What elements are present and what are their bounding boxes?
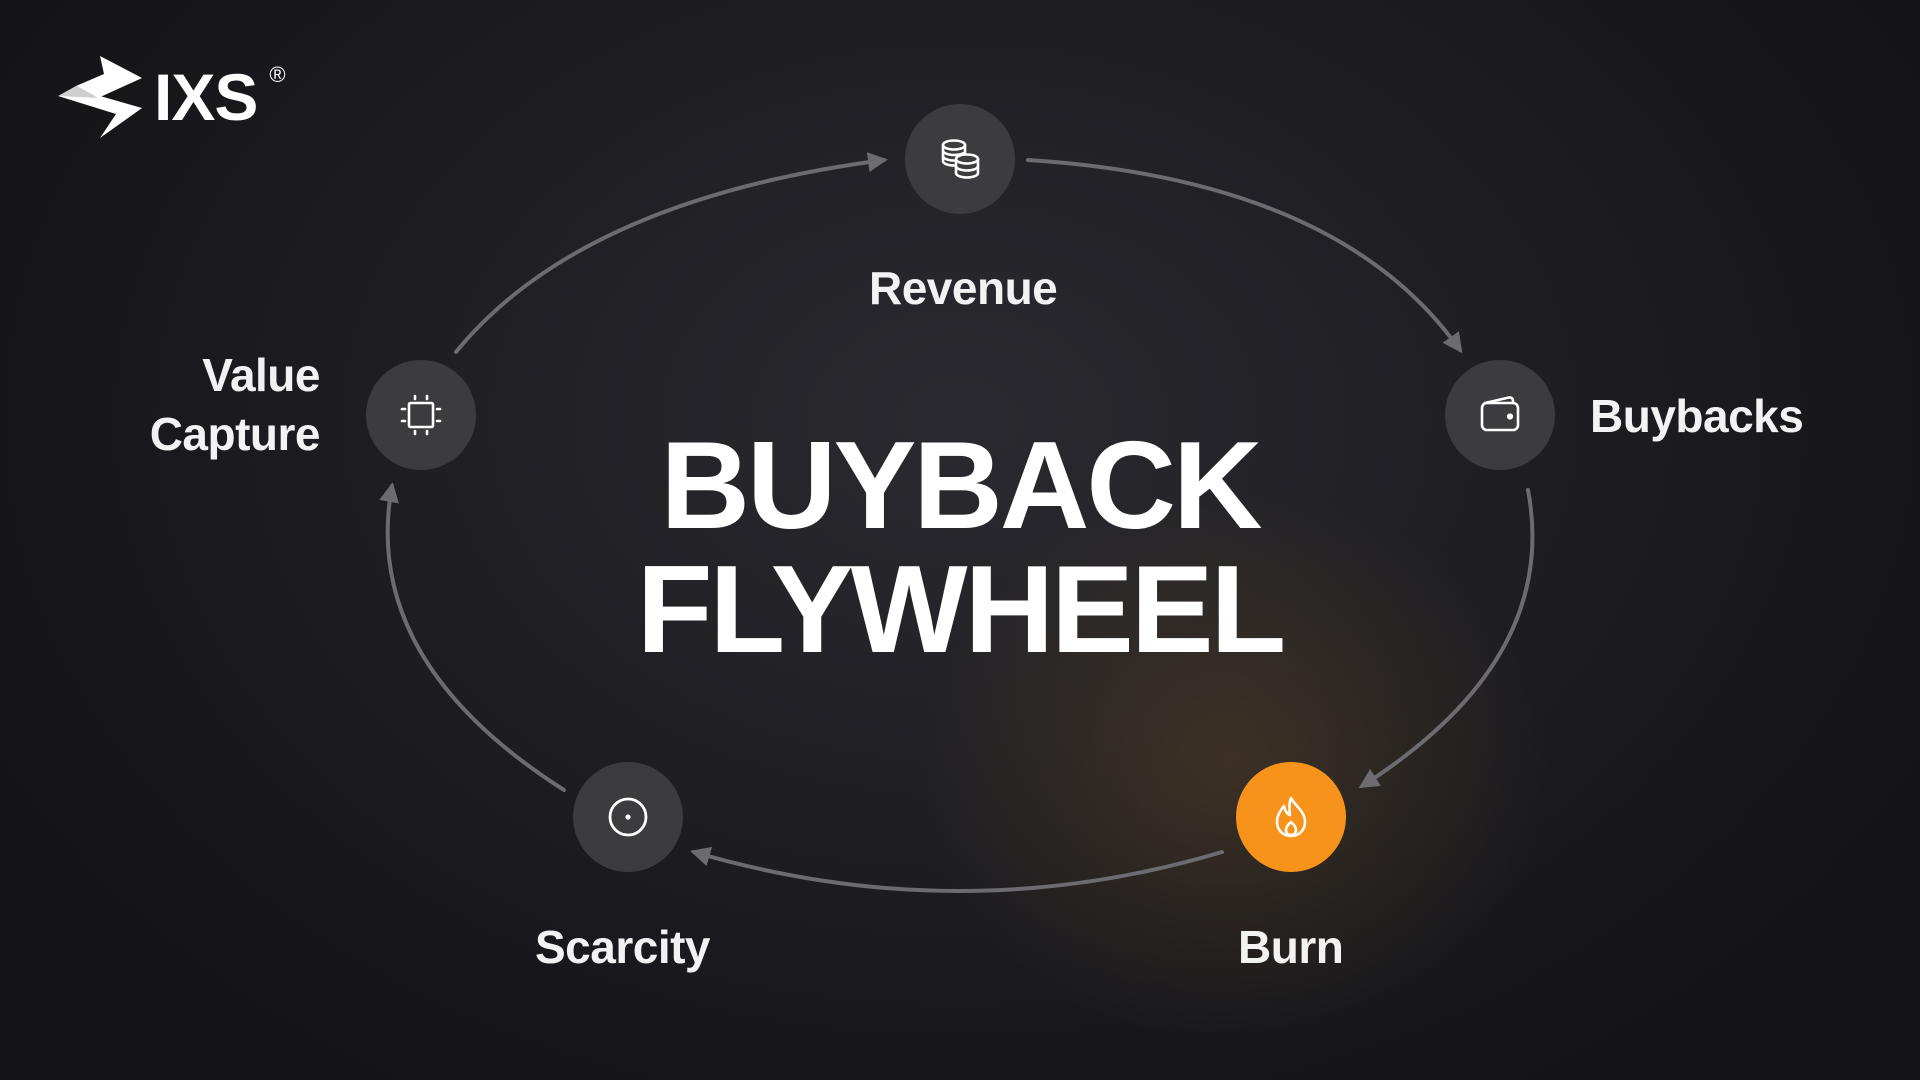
node-scarcity: [573, 762, 683, 872]
registered-mark: ®: [269, 62, 286, 87]
node-burn: [1236, 762, 1346, 872]
arrow-burn-to-scarcity: [690, 846, 1224, 893]
node-value-capture: [366, 360, 476, 470]
arrow-value-capture-to-revenue: [454, 152, 888, 354]
label-burn: Burn: [1238, 921, 1344, 973]
ixs-bolt-logo-icon: [58, 56, 142, 138]
label-value-capture-line2: Capture: [149, 408, 321, 460]
label-buybacks: Buybacks: [1590, 390, 1804, 442]
arrow-scarcity-to-value-capture: [379, 482, 566, 792]
coin-stack-icon: [941, 139, 980, 179]
label-scarcity: Scarcity: [535, 921, 711, 973]
target-dot-icon: [608, 797, 648, 837]
title-line-1: BUYBACK: [660, 417, 1263, 555]
title-line-2: FLYWHEEL: [636, 541, 1287, 679]
wallet-icon: [1480, 396, 1520, 432]
brand-name: IXS: [154, 60, 258, 134]
label-value-capture-line1: Value: [202, 349, 320, 401]
node-revenue: [905, 104, 1015, 214]
arrow-buybacks-to-burn: [1358, 488, 1535, 789]
flame-icon: [1275, 796, 1307, 838]
label-revenue: Revenue: [869, 262, 1058, 314]
chip-icon: [400, 394, 442, 436]
brand-logo: IXS ®: [58, 56, 286, 138]
node-buybacks: [1445, 360, 1555, 470]
arrow-revenue-to-buybacks: [1026, 158, 1463, 354]
